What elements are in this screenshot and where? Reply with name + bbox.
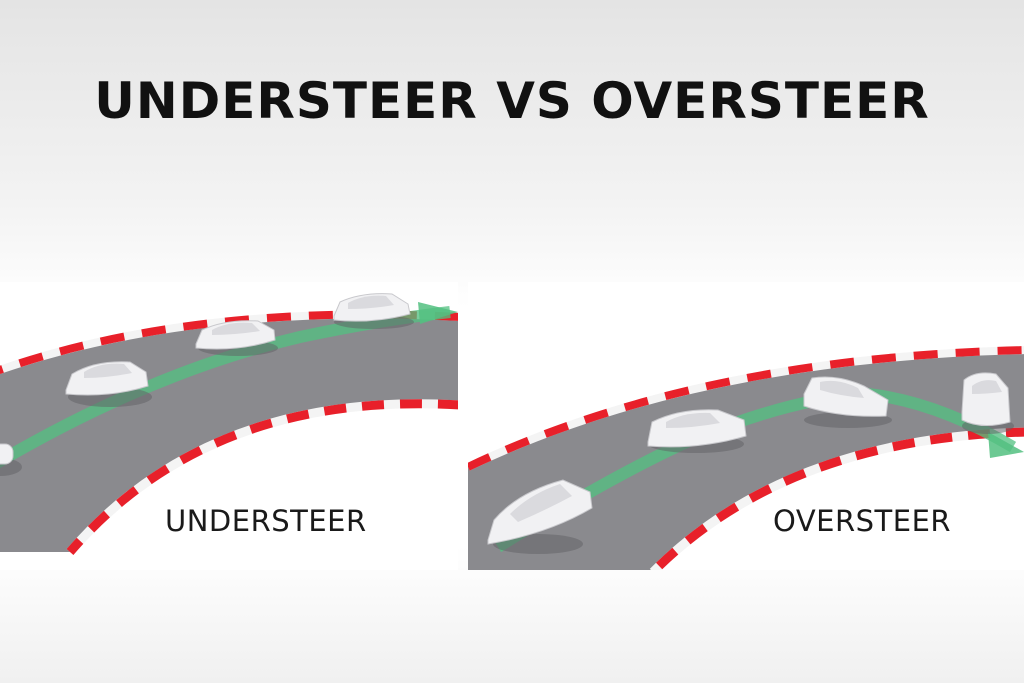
oversteer-car-3 bbox=[803, 376, 892, 428]
oversteer-panel: OVERSTEER bbox=[468, 282, 1024, 570]
oversteer-car-1 bbox=[487, 479, 593, 554]
understeer-car-1 bbox=[0, 443, 22, 476]
understeer-arrow bbox=[418, 302, 458, 324]
understeer-inner-curb bbox=[66, 399, 458, 555]
oversteer-illustration bbox=[468, 346, 1024, 570]
page-title: UNDERSTEER VS OVERSTEER bbox=[94, 72, 930, 130]
oversteer-car-2 bbox=[647, 409, 747, 453]
understeer-panel: UNDERSTEER bbox=[0, 282, 458, 570]
oversteer-car-4 bbox=[961, 372, 1014, 434]
understeer-illustration bbox=[0, 293, 458, 555]
oversteer-arrow bbox=[988, 432, 1024, 458]
oversteer-path bbox=[494, 387, 1017, 553]
oversteer-label: OVERSTEER bbox=[773, 504, 952, 538]
understeer-label: UNDERSTEER bbox=[165, 504, 367, 538]
understeer-car-2 bbox=[65, 361, 152, 407]
understeer-car-3 bbox=[195, 320, 278, 356]
understeer-car-4 bbox=[333, 293, 414, 329]
